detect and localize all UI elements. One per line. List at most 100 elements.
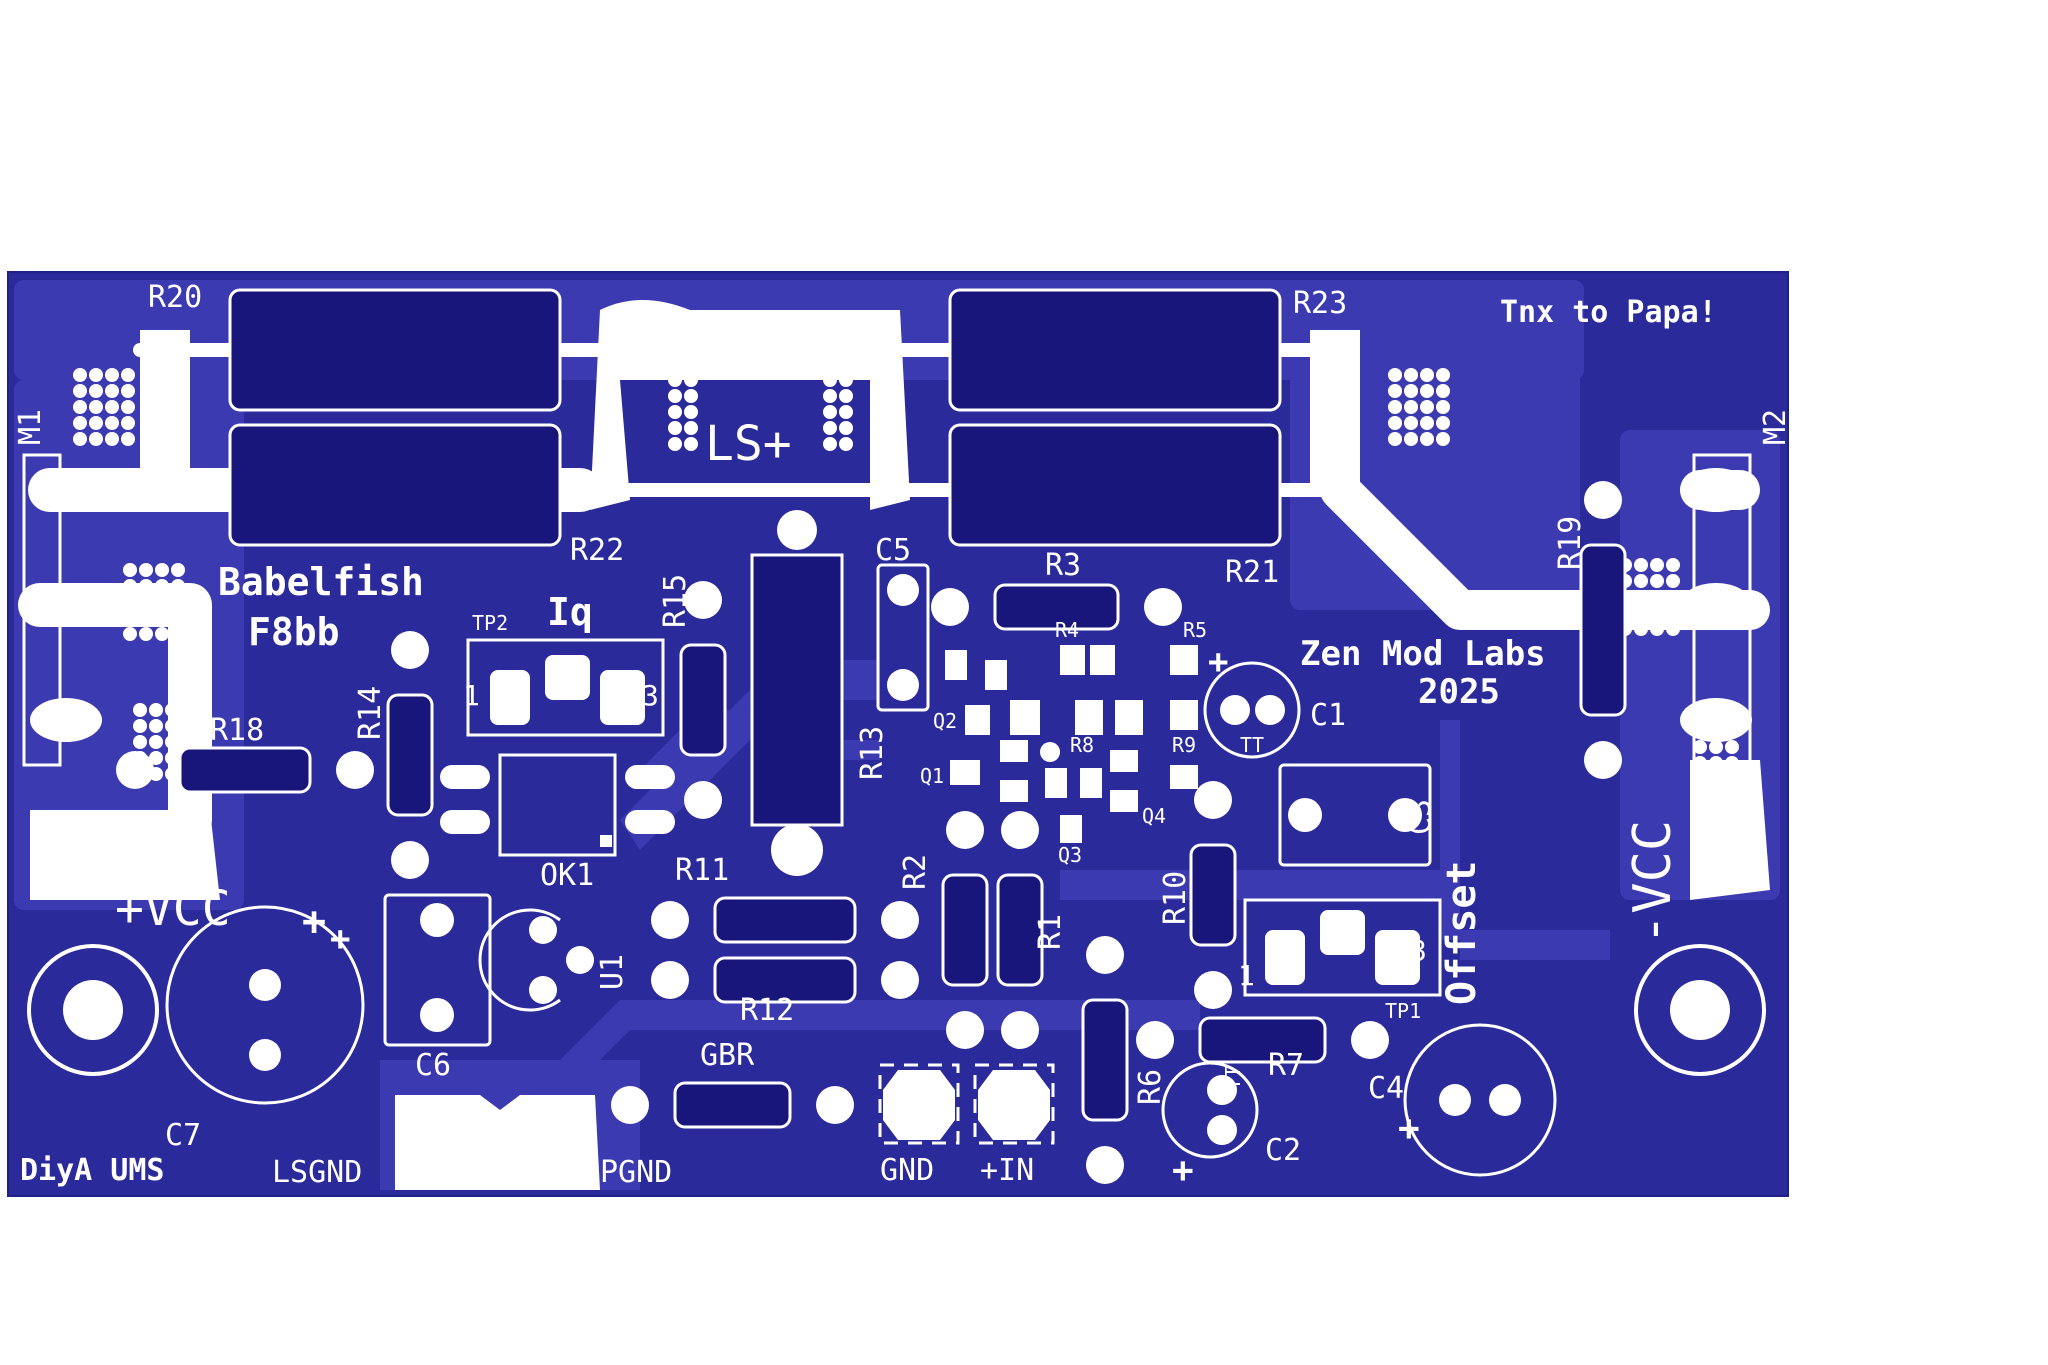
in-plus-label: +IN (980, 1153, 1034, 1188)
optocoupler-ok1 (440, 753, 675, 857)
via (139, 563, 153, 577)
resistor-pad (391, 841, 429, 879)
via (105, 416, 119, 430)
via (1388, 368, 1402, 382)
via (89, 384, 103, 398)
via (89, 400, 103, 414)
label-r11: R11 (675, 853, 729, 888)
resistor-pad (1351, 1021, 1389, 1059)
via (839, 421, 853, 435)
via (1420, 432, 1434, 446)
via (1709, 756, 1723, 770)
forum-label: DiyA UMS (20, 1153, 165, 1188)
via (684, 421, 698, 435)
via (89, 368, 103, 382)
label-r8: R8 (1070, 733, 1094, 757)
via (1404, 416, 1418, 430)
label-c6: C6 (415, 1048, 451, 1083)
label-q4: Q4 (1142, 804, 1166, 828)
resistor-pad (1001, 1011, 1039, 1049)
trimmers (466, 638, 1442, 997)
vcc-plus-label: +VCC (115, 881, 231, 937)
via (684, 405, 698, 419)
resistor-body (713, 896, 857, 944)
via (1420, 384, 1434, 398)
c7-plus: + (302, 899, 326, 945)
label-r14: R14 (353, 686, 388, 740)
via (1404, 368, 1418, 382)
resistor-pad (1086, 936, 1124, 974)
via (1725, 708, 1739, 722)
resistor-body (178, 746, 312, 794)
via (73, 416, 87, 430)
tp1-label: TP1 (1385, 999, 1421, 1023)
label-q1: Q1 (920, 764, 944, 788)
via (105, 400, 119, 414)
label-m2: M2 (1758, 409, 1793, 445)
ls-plus-label: LS+ (705, 416, 792, 472)
offset-pin3: 3 (1410, 934, 1427, 967)
via (165, 751, 179, 765)
label-r3: R3 (1045, 548, 1081, 583)
label-c2: C2 (1265, 1133, 1301, 1168)
c4-plus: + (1398, 1108, 1420, 1149)
via (1436, 432, 1450, 446)
via (1650, 606, 1664, 620)
via (181, 703, 195, 717)
offset-pin1: 1 (1238, 959, 1255, 992)
label-r5: R5 (1183, 618, 1207, 642)
via (155, 579, 169, 593)
via (149, 719, 163, 733)
label-m1: M1 (13, 409, 48, 445)
via (668, 405, 682, 419)
resistor-body (386, 693, 434, 817)
lsgnd-label: LSGND (272, 1155, 362, 1190)
label-r21: R21 (1225, 555, 1279, 590)
via (155, 611, 169, 625)
via (839, 389, 853, 403)
via (684, 389, 698, 403)
resistor-pad (1584, 481, 1622, 519)
via (121, 432, 135, 446)
via (1725, 724, 1739, 738)
via (1693, 772, 1707, 786)
resistor-pad (1001, 811, 1039, 849)
label-q3: Q3 (1058, 843, 1082, 867)
label-r10: R10 (1158, 871, 1193, 925)
via (1693, 740, 1707, 754)
label-c4: C4 (1368, 1071, 1404, 1106)
via (133, 703, 147, 717)
via (1709, 740, 1723, 754)
via (1693, 724, 1707, 738)
resistor-body (1081, 998, 1129, 1122)
via (171, 611, 185, 625)
via (1725, 740, 1739, 754)
via (1388, 432, 1402, 446)
via (823, 421, 837, 435)
via (1420, 368, 1434, 382)
label-gbr: GBR (700, 1038, 755, 1073)
label-r22: R22 (570, 533, 624, 568)
via (1634, 574, 1648, 588)
resistor-body (1579, 543, 1627, 717)
via (1693, 708, 1707, 722)
via (823, 389, 837, 403)
via (181, 719, 195, 733)
via (139, 611, 153, 625)
via (121, 384, 135, 398)
resistor-pad (611, 1086, 649, 1124)
thanks-text: Tnx to Papa! (1500, 295, 1717, 330)
label-r2: R2 (898, 854, 933, 890)
resistor-pad (946, 811, 984, 849)
via (1709, 724, 1723, 738)
resistor-pad (116, 751, 154, 789)
via (123, 563, 137, 577)
resistor-body (673, 1081, 792, 1129)
resistor-body (679, 643, 727, 757)
iq-pin3: 3 (642, 679, 659, 712)
resistor-body (941, 873, 989, 987)
via (668, 421, 682, 435)
resistor-pad (391, 631, 429, 669)
via (73, 368, 87, 382)
